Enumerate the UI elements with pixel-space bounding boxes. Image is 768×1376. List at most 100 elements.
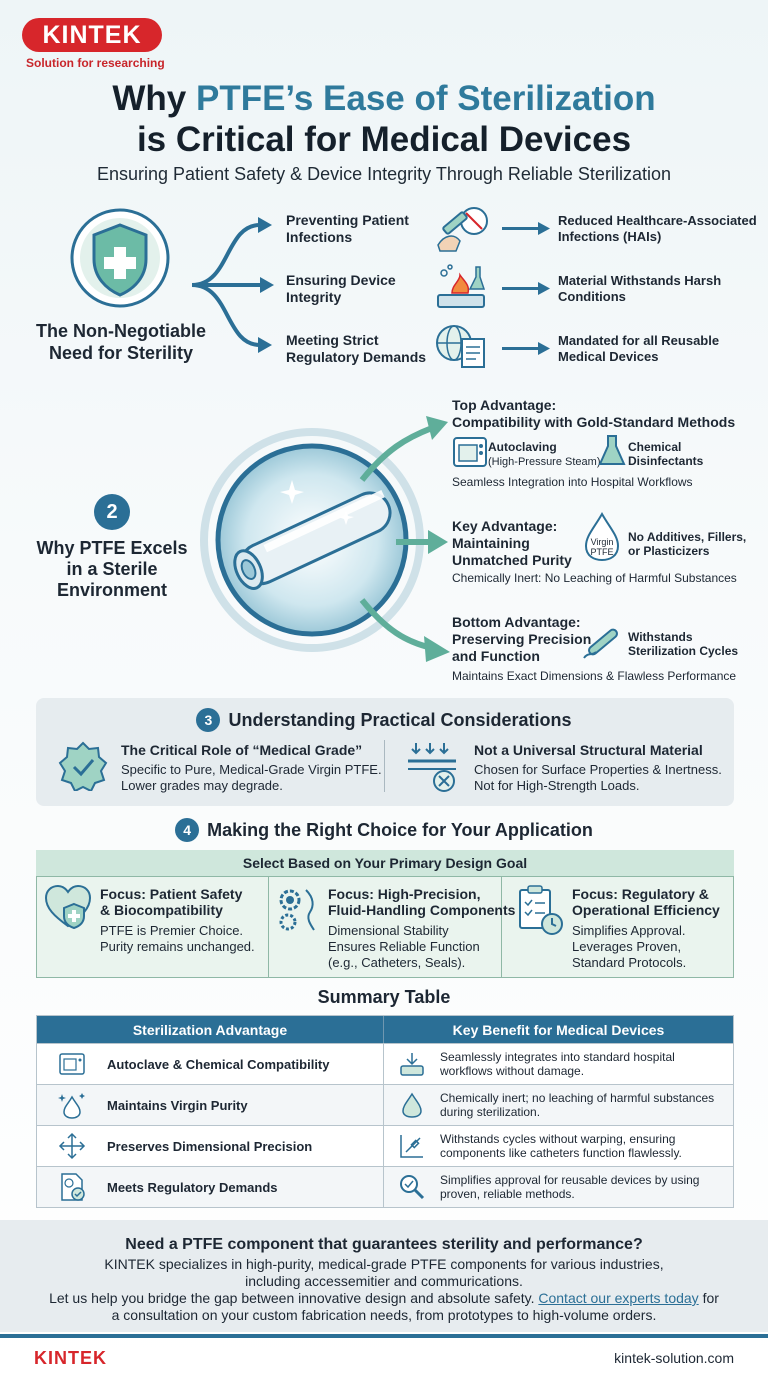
goal-regulatory-text: Simplifies Approval.Leverages Proven,Sta… — [572, 923, 686, 971]
key-advantage-note: Chemically Inert: No Leaching of Harmful… — [452, 571, 737, 585]
top-advantage-title: Top Advantage:Compatibility with Gold-St… — [452, 397, 735, 431]
goal-safety-text: PTFE is Premier Choice.Purity remains un… — [100, 923, 255, 955]
goal-t: Standard Protocols. — [572, 955, 687, 970]
brand-logo-text: KINTEK — [42, 20, 142, 49]
document-check-icon — [61, 1173, 85, 1201]
benefit-cell: Chemically inert; no leaching of harmful… — [440, 1091, 714, 1119]
adv-title-line: Key Advantage: — [452, 518, 558, 534]
chemical-text: Chemical — [628, 440, 682, 454]
goal-divider — [501, 877, 502, 977]
goal-h: Focus: High-Precision, — [328, 886, 481, 902]
summary-table-title: Summary Table — [317, 987, 451, 1007]
column-header-advantage: Sterilization Advantage — [37, 1016, 384, 1043]
st-line: Chosen for Surface Properties & Inertnes… — [474, 762, 722, 777]
goal-t: PTFE is Premier Choice. — [100, 923, 244, 938]
benefit-line: proven, reliable methods. — [440, 1187, 575, 1201]
footer-url-link[interactable]: kintek-solution.com — [614, 1350, 734, 1366]
st-line: Not for High-Strength Loads. — [474, 778, 640, 793]
title-highlight: PTFE’s Ease of Sterilization — [195, 79, 656, 118]
brand-logo[interactable]: KINTEK — [22, 18, 162, 52]
goal-h: Operational Efficiency — [572, 902, 720, 918]
need-text: Integrity — [286, 289, 342, 305]
section3-divider — [384, 740, 385, 792]
magnifier-check-icon — [400, 1175, 425, 1200]
drop-text: PTFE — [590, 547, 614, 557]
badge-check-icon — [58, 741, 108, 791]
no-additives-label: No Additives, Fillers,or Plasticizers — [628, 530, 746, 558]
flask-icon — [598, 435, 626, 465]
goal-h: Fluid-Handling Components — [328, 902, 516, 918]
benefit-cell: Withstands cycles without warping, ensur… — [440, 1132, 682, 1160]
benefit-line: Seamlessly integrates into standard hosp… — [440, 1050, 675, 1064]
adv-title-line: Bottom Advantage: — [452, 614, 581, 630]
result-arrows — [502, 222, 550, 355]
goal-safety-heading: Focus: Patient Safety& Biocompatibility — [100, 886, 242, 918]
goal-t: (e.g., Catheters, Seals). — [328, 955, 466, 970]
autoclave-icon — [59, 1053, 85, 1075]
top-advantage-note: Seamless Integration into Hospital Workf… — [452, 475, 693, 489]
mg-line: Lower grades may degrade. — [121, 778, 283, 793]
benefit-cell: Seamlessly integrates into standard hosp… — [440, 1050, 675, 1078]
branch-arrows — [191, 223, 262, 347]
section2-number: 2 — [106, 500, 118, 523]
ruler-pencil-icon — [400, 1135, 423, 1158]
goal-divider — [268, 877, 269, 977]
benefit-line: Withstands cycles without warping, ensur… — [440, 1132, 676, 1146]
design-goal-header: Select Based on Your Primary Design Goal — [36, 850, 734, 877]
structural-heading: Not a Universal Structural Material — [474, 742, 703, 758]
footer-logo[interactable]: KINTEK — [34, 1348, 107, 1368]
need-text: Meeting Strict — [286, 332, 379, 348]
additives-text: No Additives, Fillers, — [628, 530, 747, 544]
contact-experts-link[interactable]: Contact our experts today — [538, 1290, 699, 1306]
sterility-need-label: The Non-Negotiable Need for Sterility — [26, 320, 216, 364]
advantage-cell: Maintains Virgin Purity — [107, 1097, 248, 1113]
shield-icon — [70, 208, 170, 308]
checklist-clock-icon — [519, 885, 563, 935]
move-arrows-icon — [58, 1132, 86, 1160]
section3-number-badge: 3 — [196, 708, 221, 732]
goal-t: Ensures Reliable Function — [328, 939, 480, 954]
sparkle-drop-icon — [58, 1093, 85, 1119]
autoclaving-text: Autoclaving — [488, 440, 557, 454]
need-text: Infections — [286, 229, 353, 245]
goal-precision-heading: Focus: High-Precision,Fluid-Handling Com… — [328, 886, 515, 918]
medical-grade-heading: The Critical Role of “Medical Grade” — [121, 742, 363, 758]
adv-title-line: Maintaining — [452, 535, 530, 551]
mg-line: Specific to Pure, Medical-Grade Virgin P… — [121, 762, 382, 777]
section2-number-badge: 2 — [94, 494, 130, 530]
virgin-ptfe-drop-icon — [584, 512, 620, 562]
title-prefix: Why — [112, 79, 196, 118]
cycles-text: Withstands — [628, 630, 693, 644]
section3-heading: 3 Understanding Practical Considerations — [0, 708, 768, 732]
benefit-line: during sterilization. — [440, 1105, 541, 1119]
ptfe-tube-illustration — [200, 416, 450, 662]
benefit-line: components like catheters function flawl… — [440, 1146, 682, 1160]
section3-title: Understanding Practical Considerations — [228, 709, 572, 730]
section1-graphics — [70, 207, 550, 368]
tray-download-icon — [400, 1053, 424, 1076]
adv-title-line: Preserving Precision — [452, 631, 592, 647]
cta-line: KINTEK specializes in high-purity, medic… — [104, 1256, 664, 1272]
benefit-line: Chemically inert; no leaching of harmful… — [440, 1091, 715, 1105]
drop-text: Virgin — [590, 537, 614, 547]
table-row: Preserves Dimensional Precision Withstan… — [37, 1125, 733, 1166]
goal-t: Dimensional Stability — [328, 923, 449, 938]
drop-icon — [402, 1092, 422, 1118]
table-row: Maintains Virgin Purity Chemically inert… — [37, 1084, 733, 1125]
advantage-cell: Meets Regulatory Demands — [107, 1179, 278, 1195]
goal-regulatory-heading: Focus: Regulatory &Operational Efficienc… — [572, 886, 720, 918]
adv-title-line: Compatibility with Gold-Standard Methods — [452, 414, 736, 430]
need-label-line1: The Non-Negotiable — [36, 321, 206, 341]
goal-h: Focus: Patient Safety — [100, 886, 243, 902]
gears-icon — [279, 889, 315, 931]
autoclaving-sub: (High-Pressure Steam) — [488, 456, 601, 468]
ptfe-tube-icon — [233, 489, 392, 590]
load-scale-icon — [408, 743, 456, 792]
